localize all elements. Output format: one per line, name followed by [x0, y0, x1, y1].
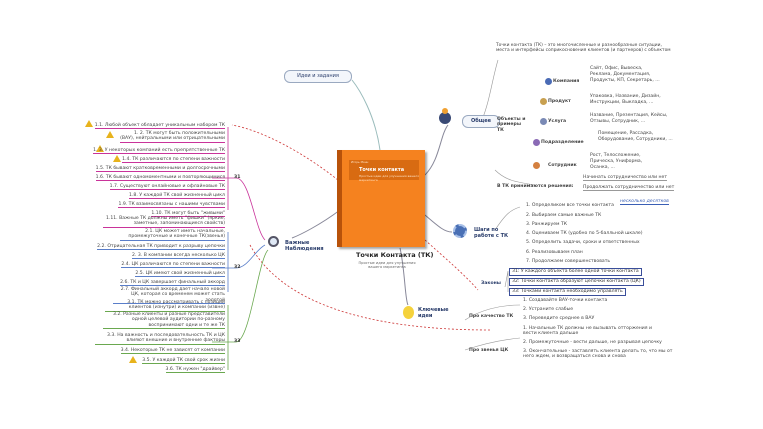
book-title: Точки контакта — [359, 167, 405, 173]
observation-item: 1.11. Важные ТК должны иметь "фишки" (яр… — [103, 216, 225, 228]
steps-node[interactable]: Шаги по работе с ТК — [474, 227, 509, 239]
decision-item: Начинать сотрудничество или нет — [583, 175, 668, 182]
observation-item: 1.4. ТК различаются по степени важности — [122, 157, 225, 164]
quality-item: 3. Переведите среднее в ВАУ — [523, 316, 595, 321]
person-icon — [533, 162, 540, 169]
laws-node[interactable]: Законы — [481, 281, 501, 286]
observation-item: 1.10. ТК могут быть "живыми" — [151, 211, 225, 218]
object-name: Компания — [553, 79, 580, 84]
step-item: 2. Выбираем самые важные ТК — [526, 213, 602, 218]
branch-number: 33 — [234, 339, 241, 344]
building-icon — [545, 78, 552, 85]
object-detail: Название, Презентация, Кейсы, — [590, 113, 668, 118]
shield-icon — [439, 112, 451, 124]
decisions-label: В ТК принимаются решения: — [497, 184, 574, 189]
ideas-node[interactable]: Ключевые идеи — [418, 307, 449, 319]
object-detail: Сайт, Офис, Вывеска, — [590, 66, 643, 71]
object-detail: Осанка, ... — [590, 165, 615, 170]
observation-item: 2. 3. В компании всегда несколько ЦК — [132, 253, 225, 260]
book-stripe — [349, 160, 419, 180]
observation-item: 3.5. У каждой ТК свой срок жизни — [142, 358, 225, 365]
quality-label: Про качество ТК — [469, 314, 514, 319]
observation-item: 2.5. ЦК имеют свой жизненный цикл — [135, 271, 225, 278]
observation-item: 2.6. ТК и ЦК завершает финальный аккорд — [120, 280, 225, 287]
observation-item: 1. 3. У некоторых компаний есть препрятс… — [93, 148, 225, 155]
warning-icon — [113, 155, 121, 162]
observation-item: 3.4. Некоторые ТК не зависят от компании — [120, 348, 225, 355]
step-item: 1. Определиком все точки контакта — [526, 203, 614, 208]
objects-label: Объекты и примеры ТК — [497, 117, 526, 133]
book-spine — [337, 150, 342, 247]
observation-item: 1.1. Любой объект обладает уникальным на… — [94, 123, 225, 130]
book-subtitle: Простые идеи для улучшения вашего маркет… — [359, 174, 420, 182]
object-detail: Реклама, Документация, — [590, 72, 651, 77]
warning-icon — [129, 356, 137, 363]
observation-item: 3.3. На важность и последовательность ТК… — [95, 333, 225, 345]
branch-number: 32 — [234, 265, 241, 270]
object-detail: Продукты, КП, Секретарь, ... — [590, 78, 660, 83]
observation-item: 2.4. ЦК различаются по степени важности — [121, 262, 225, 269]
step-item: 4. Оцениваем ТК (удобно по 5-балльной шк… — [526, 231, 643, 236]
chain-item: 2. Промежуточные - вести дальше, не разр… — [523, 340, 662, 345]
center-title: Точки Контакта (ТК) — [356, 251, 434, 259]
warning-icon — [106, 131, 114, 138]
object-detail: Инструкции, Выкладка, ... — [590, 100, 654, 105]
warning-icon — [85, 120, 93, 127]
observation-item: 2.7. Финальный аккорд дает начало новой … — [113, 287, 225, 305]
observation-item: 1.7. Существуют онлайновые и офлайновые … — [109, 184, 225, 191]
object-name: Продукт — [548, 99, 571, 104]
observation-item: 1.5. ТК бывают кратковременными и долгос… — [95, 166, 225, 173]
object-detail: Отзывы, Сотрудник, ... — [590, 119, 646, 124]
observations-node[interactable]: Важные Наблюдения — [285, 240, 324, 252]
observation-item: 2.1. ЦК может иметь начальные, промежуто… — [120, 229, 225, 241]
center-subtitle: Простые идеи для улучшения вашего маркет… — [358, 261, 416, 270]
object-detail: Рост, Телосложение, — [590, 153, 641, 158]
observation-item: 3.6. ТК нужен "драйвер" — [165, 367, 225, 374]
chain-item: 1. Начальные ТК должны не вызывать оттор… — [523, 326, 652, 337]
object-name: Услуга — [548, 119, 567, 124]
chain-label: Про звенья ЦК — [469, 348, 509, 353]
gear-icon — [453, 224, 467, 238]
law-item: З1: У каждого объекта более одной точки … — [509, 268, 642, 276]
book-author: Игорь Манн — [351, 160, 369, 164]
object-detail: Упаковка, Название, Дизайн, — [590, 94, 661, 99]
quality-item: 1. Создавайте ВАУ-точки контакта — [523, 298, 608, 303]
object-detail: Прическа, Униформа, — [590, 159, 643, 164]
decision-item: Продолжать сотрудничество или нет — [583, 185, 675, 192]
observation-item: 1. 2. ТК могут быть положительными (ВАУ)… — [120, 131, 225, 143]
observation-item: 1.6. ТК бывают одномоментными и повторяю… — [95, 175, 225, 182]
observation-item: 3.2. Разные клиенты и разные представите… — [103, 312, 225, 330]
observation-item: 1.9. ТК взаимосвязаны с нашими чувствами — [118, 202, 225, 209]
object-detail: Оборудование, Сотрудники, ... — [598, 137, 673, 142]
branch-number: 31 — [234, 175, 241, 180]
warning-icon — [96, 145, 104, 152]
ideas-tasks-node[interactable]: Идеи и задания — [284, 70, 352, 83]
object-detail: Помещение, Рассадка, — [598, 131, 654, 136]
object-name: Подразделение — [541, 140, 584, 145]
object-name: Сотрудник — [548, 163, 577, 168]
service-icon — [540, 118, 547, 125]
step-item: 5. Определить задачи, сроки и ответствен… — [526, 240, 640, 245]
tk-definition: Точки контакта (ТК) – это многочисленные… — [496, 43, 671, 54]
lightbulb-icon — [403, 306, 414, 319]
general-node[interactable]: Общее — [462, 115, 500, 128]
department-icon — [533, 139, 540, 146]
observation-item: 1.8. У каждой ТК свой жизненный цикл — [129, 193, 225, 200]
box-icon — [540, 98, 547, 105]
law-item: З2: Точки контакта образуют цепочки конт… — [509, 278, 644, 286]
magnifier-icon — [268, 236, 279, 247]
step-item: 6. Реализовываем план — [526, 250, 583, 255]
step-item: 7. Продолжаем совершенствовать — [526, 259, 611, 264]
law-item: З3: Точками контакта необходимо управлят… — [509, 288, 626, 296]
quality-item: 2. Устраните слабые — [523, 307, 574, 312]
flame-icon — [442, 108, 448, 114]
center-book-image: Игорь Манн Точки контакта Простые идеи д… — [337, 150, 425, 247]
step-item: 3. Ранжируем ТК — [526, 222, 568, 227]
chain-item: 3. Окончательные - заставлять клиента де… — [523, 349, 673, 360]
observation-item: 2.2. Отрицательная ТК приводит к разрыву… — [97, 244, 225, 251]
observation-item: 3.1. ТК можно рассматривать с позиций кл… — [105, 300, 225, 312]
steps-note-link[interactable]: несколько десятков — [620, 199, 669, 206]
